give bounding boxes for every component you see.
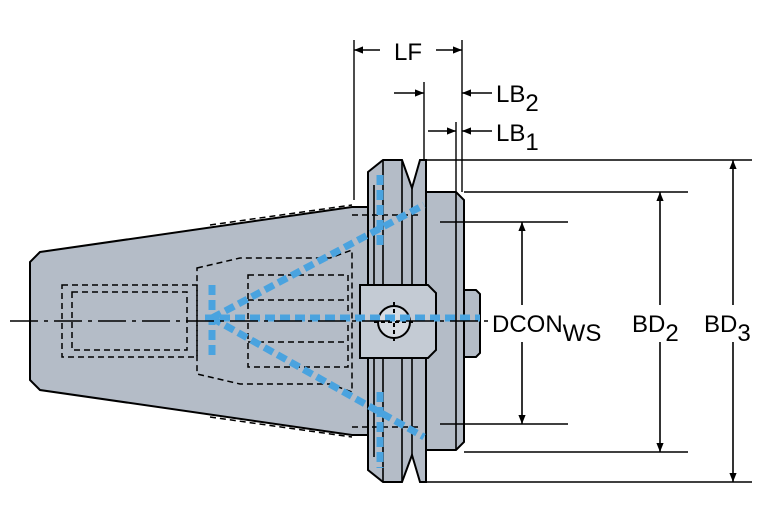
dimension-lines (354, 46, 737, 482)
bd2-label: BD2 (632, 311, 679, 347)
dcon-label: DCONWS (492, 311, 601, 347)
lb1-label: LB1 (496, 120, 539, 156)
extension-lines (353, 40, 752, 483)
lb2-label: LB2 (496, 81, 539, 117)
pilot-nose (463, 289, 481, 358)
bd3-label: BD3 (704, 311, 751, 347)
lf-label: LF (394, 39, 422, 66)
coolant-channels (205, 175, 480, 468)
